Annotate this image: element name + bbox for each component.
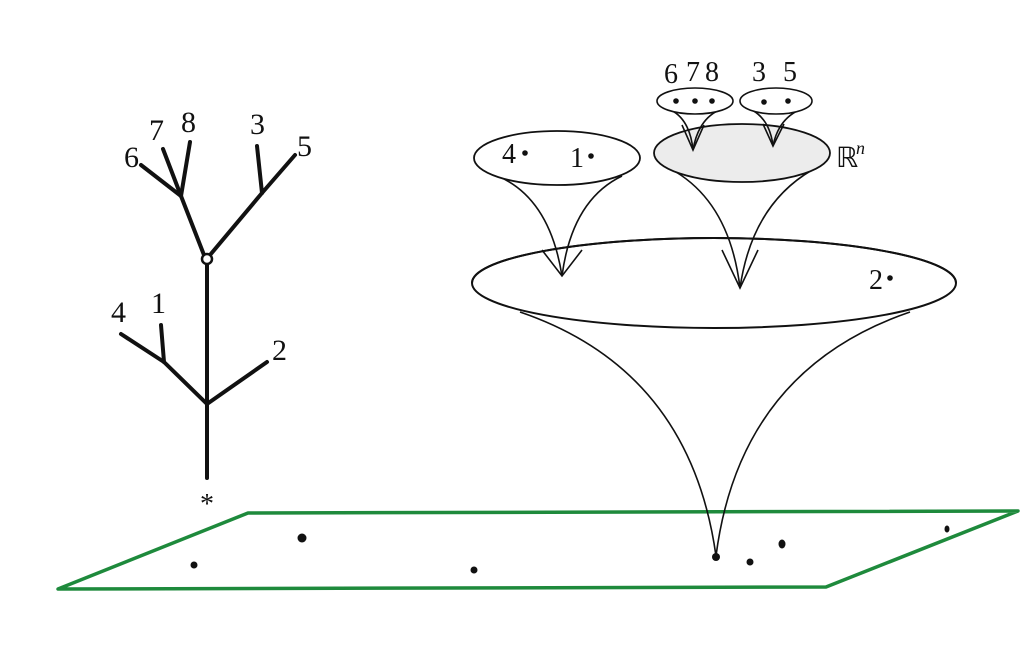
cone-4-1-left-side xyxy=(499,176,563,277)
tree-label-6: 6 xyxy=(124,141,139,174)
point-5 xyxy=(785,98,791,104)
edge-8 xyxy=(179,140,192,198)
big-cone-left-side xyxy=(519,311,717,557)
disk-label-5: 5 xyxy=(783,57,797,88)
disk-points xyxy=(522,98,893,281)
disk-35 xyxy=(739,87,813,115)
plane-point-cone-apex xyxy=(712,553,720,561)
plane-point xyxy=(297,533,307,543)
cone-shaded-right-side xyxy=(739,169,813,289)
disk-label-4: 4 xyxy=(502,139,516,170)
edge-upper-left xyxy=(179,194,206,257)
cone-shaded-tip xyxy=(721,249,759,290)
plane-point xyxy=(190,561,198,569)
disk-label-6: 6 xyxy=(664,59,678,90)
disk-big-back-rim xyxy=(471,237,957,284)
edge-5 xyxy=(260,153,297,195)
tree-label-2: 2 xyxy=(272,334,287,367)
cone-4-1-right-side xyxy=(561,175,623,277)
cone-678-tip xyxy=(681,124,705,152)
space-label-R: ℝ xyxy=(836,143,858,174)
plane-point xyxy=(778,539,786,549)
tree-branch-node xyxy=(200,252,214,266)
edge-upper-right xyxy=(208,191,264,257)
point-6 xyxy=(673,98,679,104)
tree-root-asterisk: * xyxy=(200,489,214,520)
point-8 xyxy=(709,98,715,104)
edge-2 xyxy=(205,360,269,406)
edge-1 xyxy=(159,323,166,364)
tree-label-4: 4 xyxy=(111,296,126,329)
point-7 xyxy=(692,98,698,104)
tree xyxy=(119,140,297,480)
cone-4-1-tip xyxy=(541,249,583,278)
disk-label-2: 2 xyxy=(869,265,883,296)
edge-lower-left xyxy=(162,360,209,406)
plane-point xyxy=(470,566,478,574)
point-1 xyxy=(588,153,594,159)
tree-labels: 6 7 8 3 5 4 1 2 * xyxy=(111,106,312,520)
disk-label-8: 8 xyxy=(705,57,719,88)
big-cone-right-side xyxy=(715,311,911,557)
plane-point xyxy=(944,525,950,533)
cones xyxy=(471,87,957,557)
space-label-exponent: n xyxy=(856,138,865,158)
cone-shaded-left-side xyxy=(675,171,741,289)
disk-label-7: 7 xyxy=(686,57,700,88)
point-2 xyxy=(887,275,893,281)
tree-label-7: 7 xyxy=(149,114,164,147)
point-4 xyxy=(522,150,528,156)
edge-3 xyxy=(255,144,264,195)
plane-point xyxy=(746,558,754,566)
tree-label-5: 5 xyxy=(297,130,312,163)
disk-4-1 xyxy=(473,130,641,186)
base-plane xyxy=(56,509,1020,591)
edge-4 xyxy=(119,332,166,364)
edge-7 xyxy=(161,147,183,198)
plane-points xyxy=(190,525,950,574)
tree-label-3: 3 xyxy=(250,108,265,141)
disk-labels: 4 1 6 7 8 3 5 2 ℝ n xyxy=(502,57,883,296)
cone-35-tip xyxy=(762,123,785,148)
edge-6 xyxy=(139,163,183,198)
disk-label-3: 3 xyxy=(752,57,766,88)
disk-shaded xyxy=(653,123,831,183)
disk-label-1: 1 xyxy=(570,143,584,174)
point-3 xyxy=(761,99,767,105)
tree-label-8: 8 xyxy=(181,106,196,139)
tree-label-1: 1 xyxy=(151,287,166,320)
